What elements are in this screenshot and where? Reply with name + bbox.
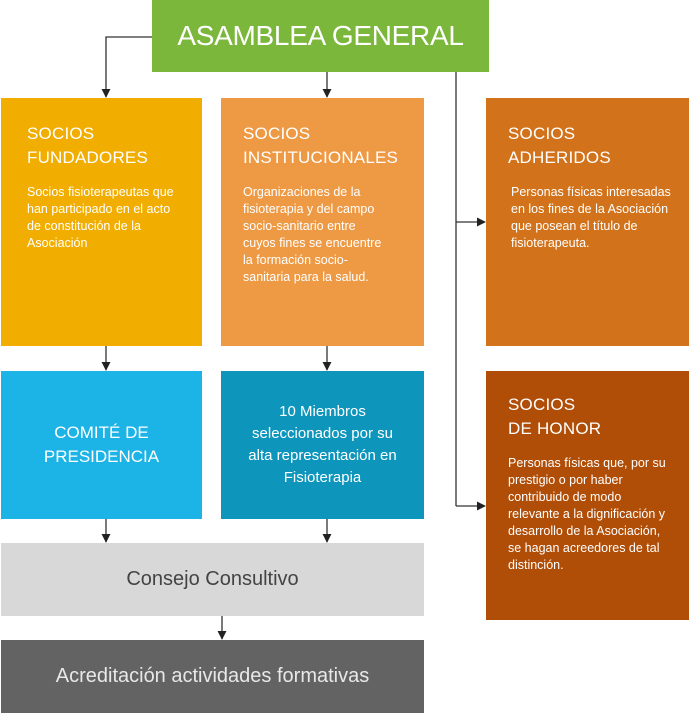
socios-fundadores-title: SOCIOS FUNDADORES	[27, 124, 149, 167]
asamblea-general-box: ASAMBLEA GENERAL	[152, 0, 489, 72]
comite-presidencia-box: COMITÉ DE PRESIDENCIA	[1, 371, 202, 519]
consejo-consultivo-box: Consejo Consultivo	[1, 543, 424, 616]
asamblea-general-title: ASAMBLEA GENERAL	[177, 20, 464, 51]
connector-assembly-fundadores	[101, 36, 152, 98]
socios-honor-description: Personas físicas que, por su prestigio o…	[508, 456, 666, 572]
socios-institucionales-box: SOCIOS INSTITUCIONALES Organizaciones de…	[221, 98, 424, 346]
acreditacion-label: Acreditación actividades formativas	[55, 665, 370, 687]
socios-fundadores-box: SOCIOS FUNDADORES Socios fisioterapeutas…	[1, 98, 202, 346]
miembros-text: 10 Miembros seleccionados por su alta re…	[248, 403, 397, 486]
socios-institucionales-title: SOCIOS INSTITUCIONALES	[243, 124, 399, 167]
acreditacion-box: Acreditación actividades formativas	[1, 640, 424, 713]
miembros-box: 10 Miembros seleccionados por su alta re…	[221, 371, 424, 519]
socios-fundadores-description: Socios fisioterapeutas que han participa…	[27, 185, 174, 250]
socios-institucionales-description: Organizaciones de la fisioterapia y del …	[243, 185, 382, 284]
socios-honor-box: SOCIOS DE HONOR Personas físicas que, po…	[486, 371, 689, 620]
socios-honor-title: SOCIOS DE HONOR	[508, 395, 602, 438]
socios-adheridos-title: SOCIOS ADHERIDOS	[508, 124, 611, 167]
comite-presidencia-label: COMITÉ DE PRESIDENCIA	[43, 423, 160, 466]
consejo-consultivo-label: Consejo Consultivo	[126, 568, 299, 590]
socios-adheridos-description: Personas físicas interesadas en los fine…	[511, 185, 671, 250]
socios-adheridos-box: SOCIOS ADHERIDOS Personas físicas intere…	[486, 98, 689, 346]
